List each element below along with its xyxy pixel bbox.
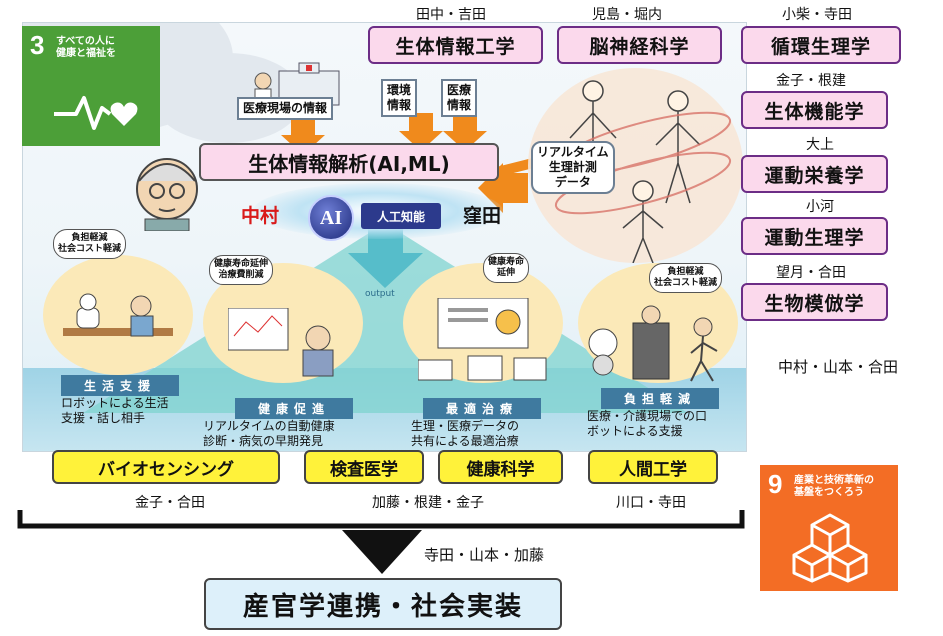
researcher-names: 金子・合田 [135, 495, 205, 511]
field-box-yellow: 健康科学 [438, 450, 563, 484]
medical-info-label: 医療現場の情報 [237, 97, 334, 120]
panel-tag: 生活支援 [61, 375, 179, 396]
researcher-names: 望月・合田 [776, 265, 846, 281]
right-researcher: 窪田 [463, 205, 502, 227]
panel-caption: ロボットによる生活支援・話し相手 [61, 396, 169, 425]
down-arrow [342, 530, 422, 574]
environment-info-label: 環境情報 [381, 79, 418, 117]
cubes-icon [792, 513, 868, 583]
goal-bubble: 負担軽減社会コスト軽減 [53, 229, 127, 259]
researcher-names: 児島・堀内 [592, 7, 662, 23]
field-box: 脳神経科学 [557, 26, 722, 64]
field-box-yellow: 検査医学 [304, 450, 424, 484]
sdg3-text: すべての人に健康と福祉を [56, 36, 116, 59]
robot-table-illustration [63, 293, 173, 337]
grouping-bracket [17, 510, 745, 529]
ai-sub-label: 人工知能 [361, 203, 441, 229]
left-researcher: 中村 [241, 205, 280, 227]
goal-bubble: 健康寿命延伸治療費削減 [209, 255, 274, 285]
researcher-names: 田中・吉田 [416, 7, 486, 23]
final-implementation-box: 産官学連携・社会実装 [204, 578, 562, 630]
field-box: 運動栄養学 [741, 155, 888, 193]
care-robot-illustration [588, 305, 718, 382]
human-figures [554, 80, 732, 263]
goal-bubble: 健康寿命延伸 [483, 253, 530, 283]
researcher-names: 金子・根建 [776, 73, 846, 89]
researcher-names: 小河 [806, 199, 834, 215]
researcher-names: 大上 [806, 137, 834, 153]
researcher-names: 川口・寺田 [616, 495, 686, 511]
field-box: 生体機能学 [741, 91, 888, 129]
researcher-names: 小柴・寺田 [782, 7, 852, 23]
sdg3-number: 3 [30, 30, 45, 60]
panel-caption: 生理・医療データの共有による最適治療 [411, 419, 520, 448]
sdg9-text: 産業と技術革新の基盤をつくろう [794, 475, 874, 498]
ai-badge: AI [308, 195, 354, 241]
panel-tag: 健康促進 [235, 398, 353, 419]
heartbeat-heart-icon [54, 96, 138, 130]
field-box: 生体情報工学 [368, 26, 543, 64]
field-box: 運動生理学 [741, 217, 888, 255]
field-box-yellow: 人間工学 [588, 450, 718, 484]
researcher-names: 加藤・根建・金子 [372, 495, 484, 511]
sdg9-number: 9 [768, 469, 783, 499]
realtime-data-label: リアルタイム生理計測データ [531, 141, 615, 194]
panel-caption: リアルタイムの自動健康診断・病気の早期発見 [203, 419, 335, 448]
sdg3-tile: 3 すべての人に健康と福祉を [22, 26, 160, 146]
panel-caption: 医療・介護現場での口ボットによる支援 [587, 409, 708, 438]
field-box-yellow: バイオセンシング [52, 450, 280, 484]
central-title: 生体情報解析(AI,ML) [199, 143, 499, 181]
field-box: 生物模倣学 [741, 283, 888, 321]
elderly-man-illustration [136, 158, 198, 231]
sdg9-tile: 9 産業と技術革新の基盤をつくろう [760, 465, 898, 591]
researcher-names: 寺田・山本・加藤 [424, 546, 545, 564]
panel-tag: 最適治療 [423, 398, 541, 419]
panel-tag: 負担軽減 [601, 388, 719, 409]
researcher-names: 中村・山本・合田 [778, 358, 899, 376]
health-check-illustration [228, 308, 334, 377]
medical-info-label-2: 医療情報 [441, 79, 478, 117]
output-label: output [365, 289, 395, 299]
scene-life-support [43, 255, 193, 375]
goal-bubble: 負担軽減社会コスト軽減 [649, 263, 723, 293]
field-box: 循環生理学 [741, 26, 901, 64]
data-sharing-illustration [418, 298, 547, 381]
